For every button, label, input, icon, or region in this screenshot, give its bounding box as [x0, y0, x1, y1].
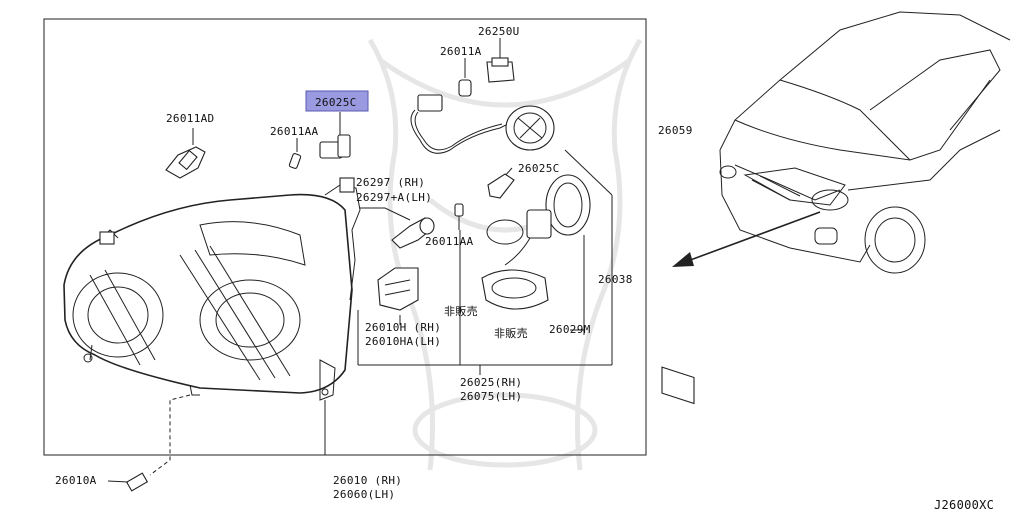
bracket-26010H[interactable] [377, 267, 419, 311]
label-26060[interactable]: 26060(LH) [333, 488, 395, 501]
pointer-arrow [672, 211, 821, 267]
screw-26010A[interactable] [107, 394, 191, 492]
cap-26038-top[interactable] [505, 105, 555, 151]
headlamp-housing[interactable] [63, 177, 361, 401]
socket-26250U[interactable] [486, 38, 515, 83]
label-26011AA-mid[interactable]: 26011AA [425, 235, 474, 248]
label-26029M[interactable]: 26029M [549, 323, 591, 336]
vehicle-illustration [661, 11, 1011, 405]
label-26297-rh[interactable]: 26297 (RH) [356, 176, 425, 189]
bulb-26011AD[interactable] [165, 128, 206, 179]
socket-26025C-top[interactable] [319, 112, 351, 159]
diagram-code: J26000XC [934, 498, 994, 511]
bulb-26011AA-mid[interactable] [454, 203, 464, 230]
leader-lines [324, 149, 613, 455]
bulb-26011AA-top[interactable] [288, 138, 302, 169]
label-26011AD[interactable]: 26011AD [166, 112, 214, 125]
ring-26029M[interactable] [545, 174, 591, 236]
label-26011AA-top[interactable]: 26011AA [270, 125, 319, 138]
label-26059[interactable]: 26059 [658, 124, 693, 137]
label-26297-lh[interactable]: 26297+A(LH) [356, 191, 432, 204]
label-26038[interactable]: 26038 [598, 273, 633, 286]
part-labels: 26250U 26011A 26025C 26011AD 26011AA 262… [55, 25, 994, 512]
label-26010H[interactable]: 26010H (RH) [365, 321, 441, 334]
label-26025C-top[interactable]: 26025C [315, 96, 357, 109]
bulb-26011A[interactable] [458, 58, 472, 97]
label-26075[interactable]: 26075(LH) [460, 390, 522, 403]
label-26010A[interactable]: 26010A [55, 474, 97, 487]
label-26025[interactable]: 26025(RH) [460, 376, 522, 389]
label-26025C-mid[interactable]: 26025C [518, 162, 560, 175]
label-notforsale-1: 非販売 [444, 305, 478, 318]
o-ring[interactable] [486, 219, 524, 245]
label-notforsale-2: 非販売 [494, 327, 528, 340]
watermark [367, 38, 643, 471]
label-26011A[interactable]: 26011A [440, 45, 482, 58]
highlight-box[interactable] [305, 90, 369, 112]
label-26010[interactable]: 26010 (RH) [333, 474, 402, 487]
igniter-unit[interactable] [481, 209, 552, 310]
socket-26025C-mid[interactable] [487, 167, 515, 199]
label-26250U[interactable]: 26250U [478, 25, 520, 38]
bulb-26297[interactable] [360, 207, 435, 249]
label-26010HA[interactable]: 26010HA(LH) [365, 335, 441, 348]
diagram-frame [43, 18, 647, 456]
